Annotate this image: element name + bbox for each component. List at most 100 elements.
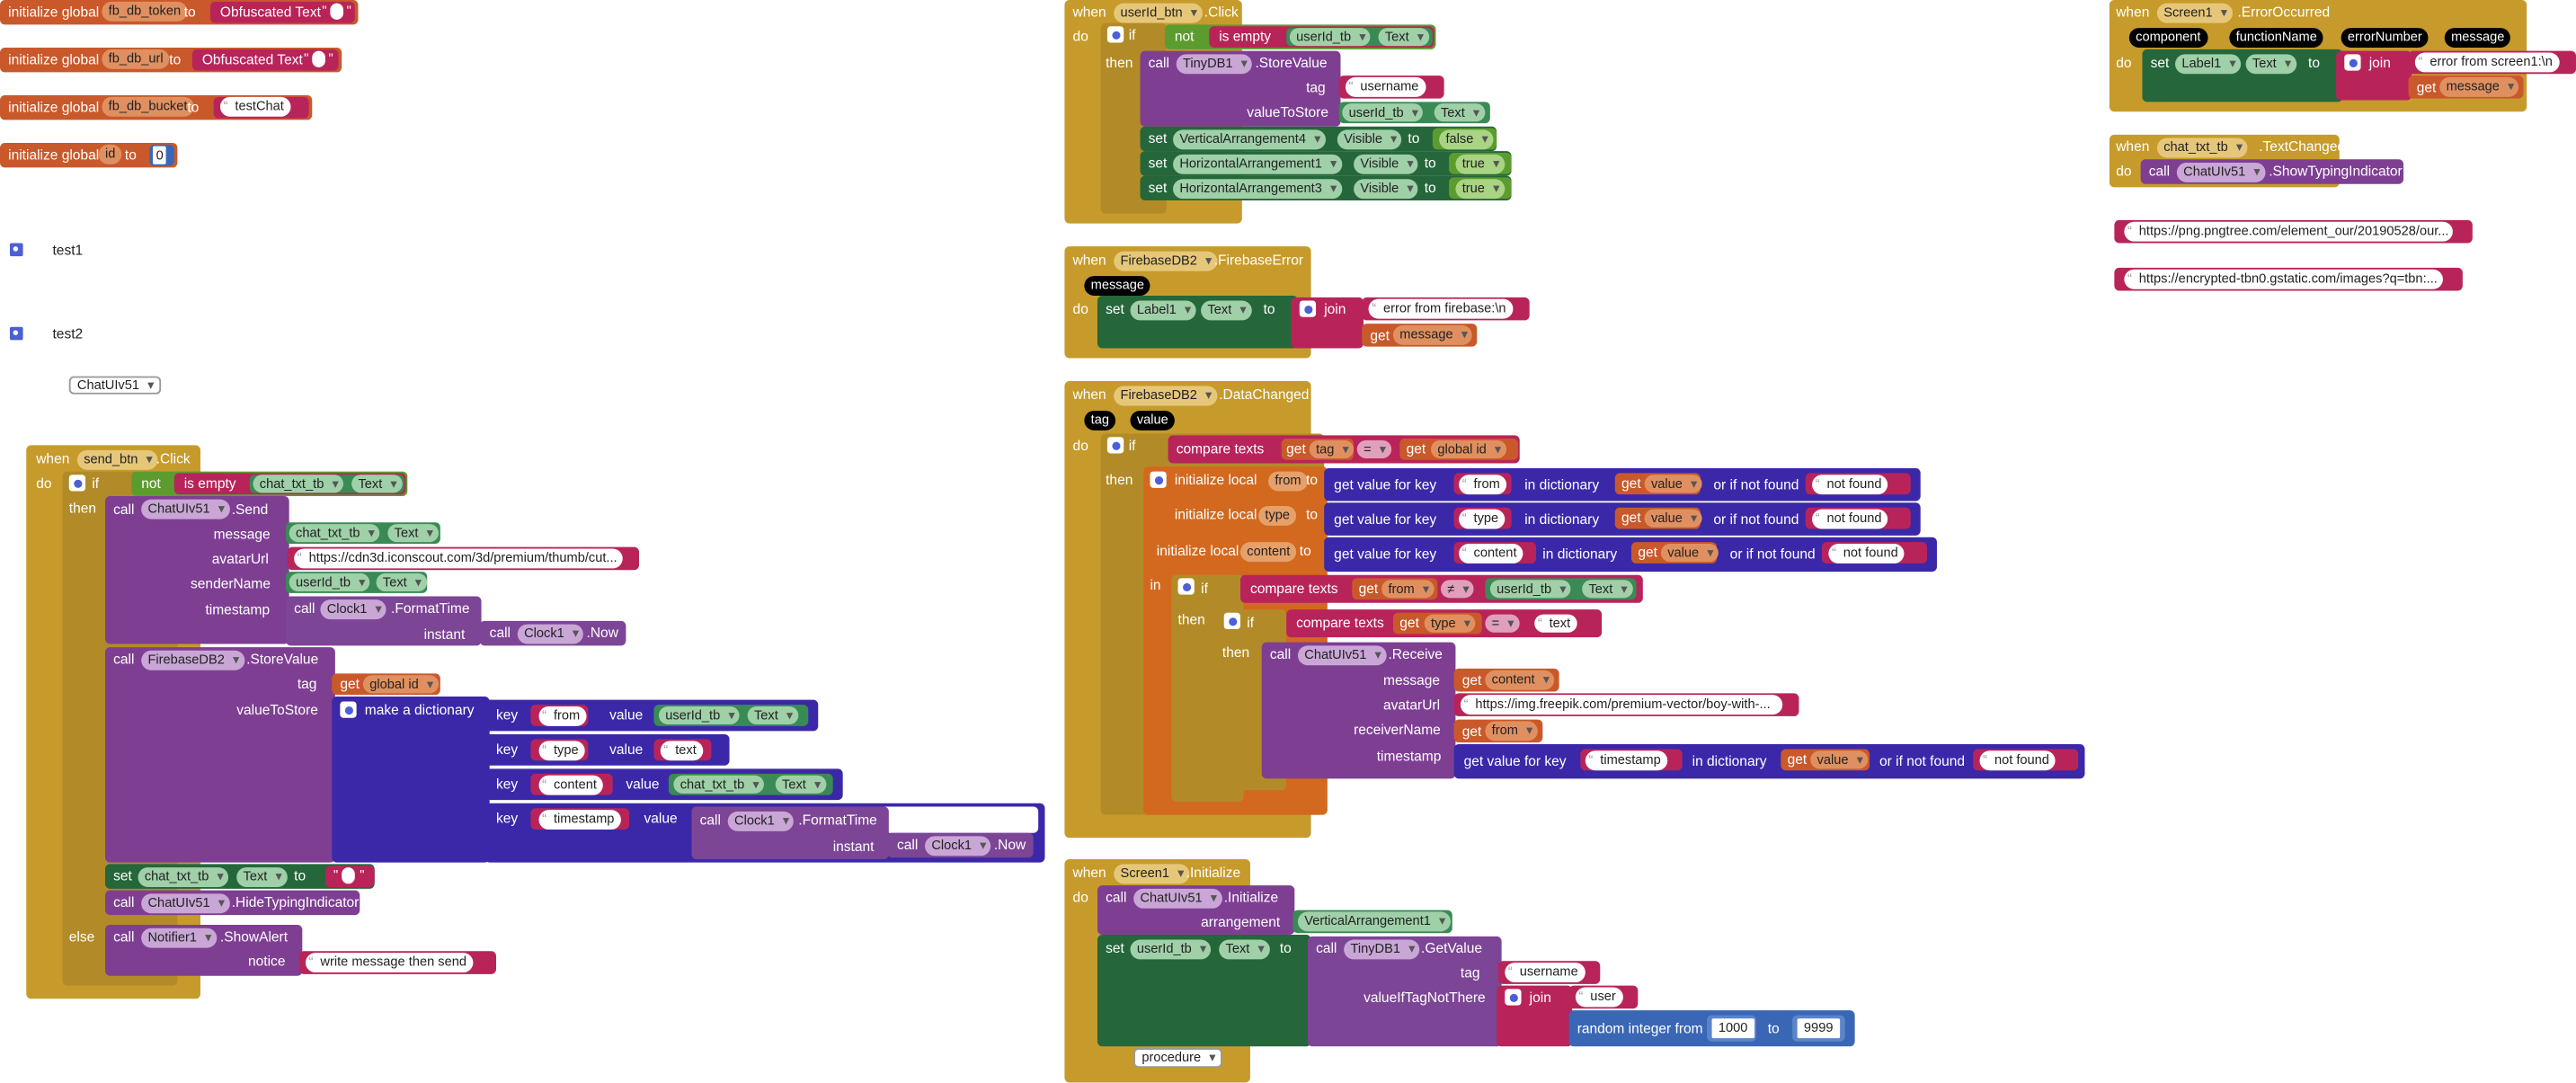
text-field[interactable]: type <box>538 741 585 761</box>
property-dropdown[interactable]: Text <box>236 867 288 888</box>
event-param-functionname[interactable]: functionName <box>2229 28 2324 49</box>
get-from[interactable]: get from <box>1453 719 1543 743</box>
obfuscated-text-block[interactable]: Obfuscated Text " " <box>209 1 355 23</box>
tinydb-store-value-call[interactable]: call TinyDB1 .StoreValue tag valueToStor… <box>1140 50 1341 127</box>
obfuscated-text-field[interactable] <box>330 3 344 20</box>
component-dropdown[interactable]: Notifier1 <box>141 928 217 948</box>
component-dropdown[interactable]: userId_tb <box>1289 28 1372 47</box>
variable-dropdown[interactable]: value <box>1644 475 1702 493</box>
clock-format-time-call[interactable]: call Clock1 .FormatTime instant <box>691 806 889 859</box>
text-field[interactable]: timestamp <box>538 810 621 830</box>
component-dropdown[interactable]: FirebaseDB2 <box>1114 251 1217 271</box>
va1-component-block[interactable]: VerticalArrangement1 <box>1292 910 1452 934</box>
pair-content[interactable]: key content value chat_txt_tb Text <box>484 768 843 801</box>
event-param[interactable]: tag <box>1084 410 1116 431</box>
avatar-url-text[interactable]: https://img.freepik.com/premium-vector/b… <box>1453 693 1799 716</box>
property-dropdown[interactable]: Text <box>351 475 403 493</box>
set-label1-text[interactable]: set Label1 Text to <box>1097 296 1298 349</box>
component-dropdown[interactable]: send_btn <box>76 449 158 470</box>
procedure-dropdown[interactable]: procedure <box>1133 1048 1222 1069</box>
number-field[interactable]: 0 <box>152 146 167 164</box>
property-dropdown[interactable]: Visible <box>1354 154 1419 174</box>
property-dropdown[interactable]: Text <box>1434 103 1485 122</box>
component-dropdown[interactable]: userId_tb <box>1342 103 1424 122</box>
variable-dropdown[interactable]: value <box>1660 544 1719 563</box>
clock-now-call[interactable]: call Clock1 .Now <box>479 620 626 646</box>
event-param-errornumber[interactable]: errorNumber <box>2341 28 2429 49</box>
get-content[interactable]: get content <box>1453 668 1559 692</box>
text-field[interactable]: not found <box>1812 509 1888 529</box>
text-field[interactable]: from <box>1459 475 1507 495</box>
dict-lookup-content[interactable]: get value for key content in dictionary … <box>1324 537 1937 573</box>
error-prefix-text[interactable]: error from firebase:\n <box>1362 297 1530 321</box>
global-name-field[interactable]: fb_db_bucket <box>102 96 194 117</box>
chatui-show-typing-call[interactable]: call ChatUIv51 .ShowTypingIndicator <box>2140 159 2404 184</box>
text-field[interactable]: content <box>1459 544 1523 564</box>
number-field[interactable]: 1000 <box>1711 1018 1754 1039</box>
pair-type[interactable]: key type value text <box>484 734 730 766</box>
component-dropdown[interactable]: Clock1 <box>517 624 584 644</box>
empty-text-field[interactable] <box>342 867 355 884</box>
global-name-field[interactable]: fb_db_token <box>102 1 188 22</box>
text-field[interactable]: content <box>538 775 604 795</box>
mutator-gear-icon[interactable] <box>68 475 86 492</box>
component-dropdown[interactable]: ChatUIv51 <box>141 893 230 914</box>
text-field[interactable]: user <box>1575 987 1623 1008</box>
component-dropdown[interactable]: userId_tb <box>289 573 370 592</box>
chatui-initialize-call[interactable]: call ChatUIv51 .Initialize arrangement <box>1097 885 1295 936</box>
mutator-gear-icon[interactable] <box>1299 300 1317 317</box>
chat-txt-tb-text-getter[interactable]: chat_txt_tb Text <box>249 475 404 493</box>
tinydb-get-value-call[interactable]: call TinyDB1 .GetValue tag valueIfTagNot… <box>1307 936 1502 1047</box>
operator-dropdown[interactable]: = <box>1485 614 1520 633</box>
local-name-field[interactable]: type <box>1258 505 1297 526</box>
local-name-field[interactable]: from <box>1268 471 1308 492</box>
event-param[interactable]: value <box>1130 410 1176 431</box>
text-field[interactable]: not found <box>1812 475 1888 495</box>
property-dropdown[interactable]: Text <box>1582 580 1633 599</box>
component-dropdown[interactable]: chat_txt_tb <box>673 775 765 794</box>
property-dropdown[interactable]: Text <box>747 706 798 725</box>
chatui-send-call[interactable]: call ChatUIv51 .Send message avatarUrl s… <box>104 495 289 644</box>
error-prefix-text[interactable]: error from screen1:\n <box>2408 50 2576 75</box>
property-dropdown[interactable]: Text <box>775 775 826 794</box>
set-va4-visible[interactable]: set VerticalArrangement4 Visible to fals… <box>1140 126 1497 152</box>
set-userid-tb-text[interactable]: set userId_tb Text to <box>1097 935 1311 1047</box>
username-text[interactable]: username <box>1497 961 1601 984</box>
component-dropdown[interactable]: userId_tb <box>1130 939 1212 960</box>
clock-format-time-call[interactable]: call Clock1 .FormatTime instant <box>286 596 482 646</box>
component-dropdown[interactable]: Screen1 <box>2156 3 2233 23</box>
operator-dropdown[interactable]: ≠ <box>1440 580 1475 599</box>
component-dropdown[interactable]: HorizontalArrangement3 <box>1173 179 1342 200</box>
compare-texts-block[interactable]: compare texts get from ≠ userId_tb Text <box>1239 574 1643 603</box>
text-field[interactable]: error from screen1:\n <box>2414 52 2560 73</box>
variable-dropdown[interactable]: tag <box>1309 439 1355 458</box>
variable-dropdown[interactable]: message <box>2439 76 2519 97</box>
component-dropdown[interactable]: chat_txt_tb <box>138 867 229 888</box>
dict-lookup-type[interactable]: get value for key type in dictionary get… <box>1324 502 1921 536</box>
property-dropdown[interactable]: Text <box>1201 300 1252 321</box>
global-fb-db-token-block[interactable]: initialize global fb_db_token to Obfusca… <box>0 0 359 25</box>
text-field[interactable]: text <box>1534 614 1577 633</box>
component-dropdown[interactable]: Screen1 <box>1114 864 1189 884</box>
variable-dropdown[interactable]: value <box>1644 509 1702 528</box>
join-block[interactable]: join <box>2336 50 2412 101</box>
text-block[interactable]: testChat <box>213 96 309 119</box>
text-field[interactable]: testChat <box>219 96 291 117</box>
variable-dropdown[interactable]: type <box>1424 614 1476 633</box>
component-dropdown[interactable]: ChatUIv51 <box>2176 162 2266 182</box>
text-field[interactable]: https://img.freepik.com/premium-vector/b… <box>1460 695 1783 715</box>
component-dropdown[interactable]: VerticalArrangement1 <box>1297 911 1451 932</box>
global-fb-db-bucket-block[interactable]: initialize global fb_db_bucket to testCh… <box>0 95 313 120</box>
set-ha1-visible[interactable]: set HorizontalArrangement1 Visible to tr… <box>1140 151 1512 176</box>
component-dropdown[interactable]: userId_tb <box>1489 580 1572 599</box>
comment-icon[interactable] <box>8 324 25 342</box>
text-field[interactable]: error from firebase:\n <box>1368 298 1513 319</box>
component-dropdown[interactable]: FirebaseDB2 <box>1114 386 1217 406</box>
mutator-gear-icon[interactable] <box>1150 471 1167 488</box>
mutator-gear-icon[interactable] <box>340 701 357 718</box>
operator-dropdown[interactable]: = <box>1356 439 1391 458</box>
notifier-show-alert-call[interactable]: call Notifier1 .ShowAlert notice <box>104 925 303 976</box>
chatui-receive-call[interactable]: call ChatUIv51 .Receive message avatarUr… <box>1261 642 1456 779</box>
collapsed-component-dropdown[interactable]: ChatUIv51 <box>68 376 161 395</box>
userid-tb-text-getter[interactable]: userId_tb Text <box>1286 28 1433 47</box>
